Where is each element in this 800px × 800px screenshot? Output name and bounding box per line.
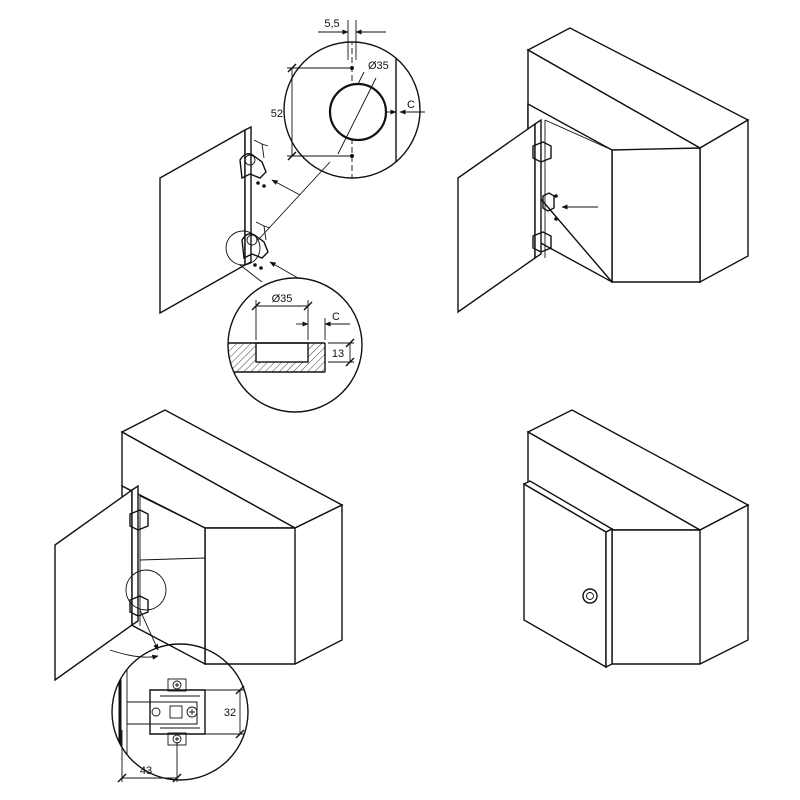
detail-circle-top-view	[283, 41, 421, 179]
closed-door	[522, 480, 614, 669]
sec-edge-distance-label: C	[332, 311, 340, 323]
dim-offset-label: 5,5	[324, 18, 339, 30]
dim-plate-width-label: 32	[224, 707, 236, 719]
dimension-edge-distance: C	[386, 99, 425, 115]
panel-4-closed-cabinet	[522, 409, 750, 669]
insert-arrow-upper	[271, 179, 301, 196]
open-door	[457, 118, 542, 314]
dimension-plate-width: 32	[188, 685, 245, 739]
dim-edge-distance-label: C	[407, 99, 415, 111]
dimension-hole-spacing: 52	[271, 63, 350, 161]
cabinet-body	[526, 27, 750, 284]
dim-hole-diameter-label: Ø35	[368, 60, 389, 72]
sec-depth-label: 13	[332, 348, 344, 360]
cup-hole	[328, 82, 388, 142]
panel-1-door-drilling: 5,5 52 Ø35 C	[159, 18, 425, 413]
dimension-offset: 5,5	[318, 18, 386, 60]
mounted-hinges-3	[129, 509, 149, 617]
panel-2-cabinet-mounting	[457, 27, 750, 314]
door-panel	[159, 125, 252, 315]
cup-bore-section	[255, 342, 309, 363]
sec-hole-diameter-label: Ø35	[272, 293, 293, 305]
insert-arrow-lower	[269, 261, 299, 279]
upper-hinge	[239, 139, 269, 180]
callout-circle-lower	[225, 230, 261, 266]
panel-3-mounting-plate: 32 43	[54, 409, 344, 783]
callout-circle-3	[125, 569, 167, 611]
dim-hole-spacing-label: 52	[271, 108, 283, 120]
dim-plate-offset-label: 43	[140, 765, 152, 777]
mounted-hinges	[532, 141, 555, 253]
open-door-3	[54, 484, 139, 682]
dimension-plate-offset: 43	[117, 730, 182, 783]
cabinet-body-3	[120, 409, 344, 666]
detail-circle-section-view: Ø35 C 13	[227, 277, 363, 413]
door-lock-knob	[582, 588, 598, 604]
